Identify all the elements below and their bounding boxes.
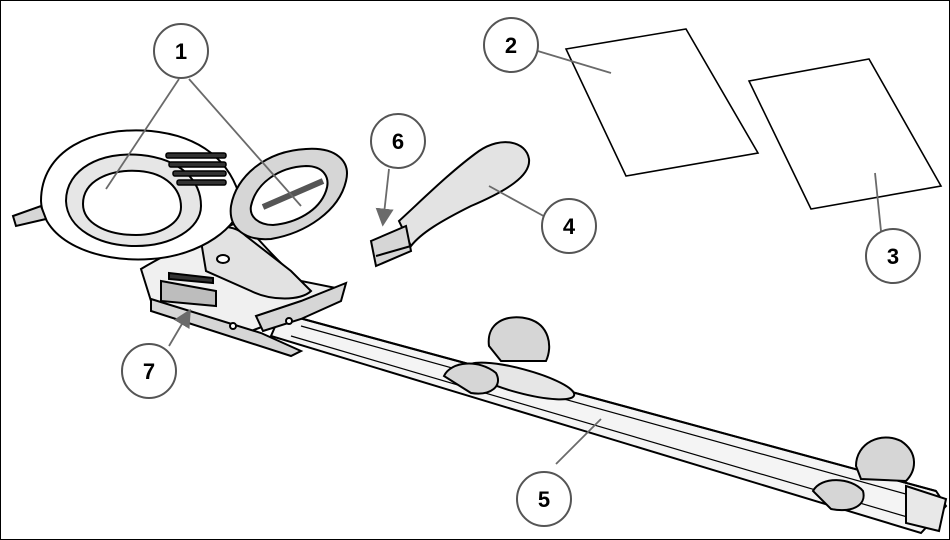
callout-7-label: 7 [143, 359, 155, 384]
extension-bar [269, 311, 948, 535]
callout-4-label: 4 [563, 214, 576, 239]
hand-tool [369, 141, 531, 268]
leader-lines [105, 48, 882, 465]
callout-2-label: 2 [505, 33, 517, 58]
callout-6: 6 [370, 113, 426, 169]
callout-1: 1 [153, 23, 209, 79]
bar-pads [442, 316, 915, 511]
callout-4: 4 [541, 198, 597, 254]
loop-left [11, 129, 243, 261]
callout-2: 2 [483, 17, 539, 73]
callout-7: 7 [121, 343, 177, 399]
callout-1-label: 1 [175, 39, 187, 64]
callout-3: 3 [865, 228, 921, 284]
callout-5-label: 5 [538, 487, 550, 512]
callout-5: 5 [516, 471, 572, 527]
vent-grille [165, 152, 227, 186]
document-sheets [564, 28, 943, 210]
callout-6-label: 6 [392, 129, 404, 154]
callout-3-label: 3 [887, 244, 899, 269]
loop-right [229, 147, 348, 241]
